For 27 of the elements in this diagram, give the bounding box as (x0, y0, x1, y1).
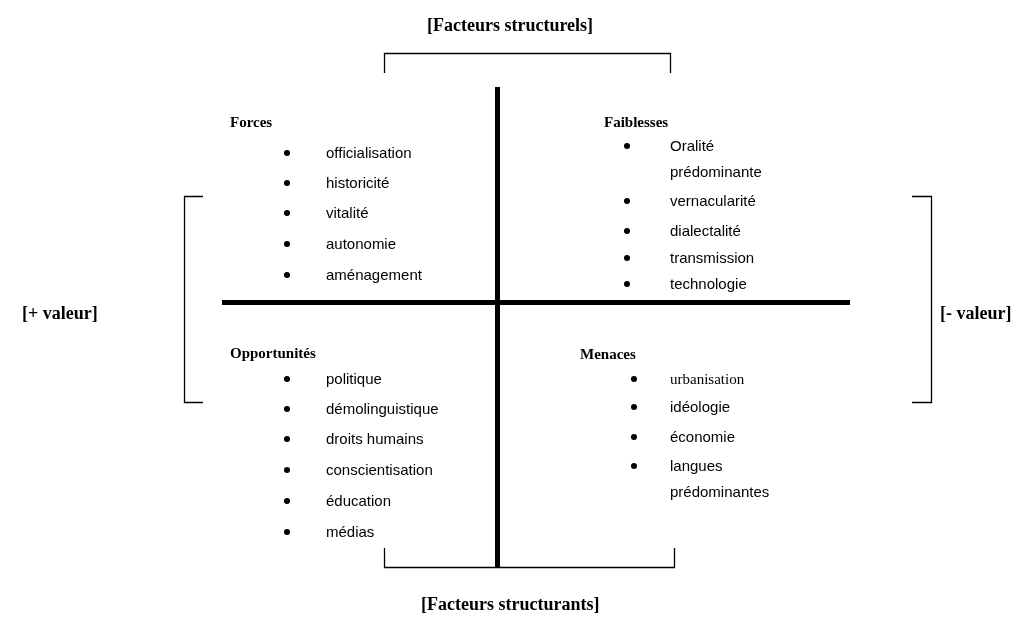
list-item: dialectalité (670, 221, 741, 241)
list-item: transmission (670, 248, 755, 268)
list-item: urbanisation (670, 370, 745, 388)
list-item: éducation (326, 491, 392, 511)
list-item: économie (670, 427, 736, 447)
list-item: médias (326, 522, 375, 542)
list-item: conscientisation (326, 460, 433, 480)
list-item: idéologie (670, 397, 731, 417)
list-item: aménagement (326, 265, 422, 285)
list-item: démolinguistique (326, 399, 439, 419)
list-item: langues prédominantes (670, 456, 771, 502)
axis-label: [- valeur] (940, 302, 1012, 324)
axis-label: [Facteurs structurants] (421, 593, 600, 615)
quadrant-heading: Opportunités (230, 344, 316, 362)
quadrant-heading: Faiblesses (604, 113, 669, 131)
list-item: droits humains (326, 429, 424, 449)
quadrant-heading: Forces (230, 113, 273, 131)
list-item: vernacularité (670, 191, 756, 211)
list-item: technologie (670, 274, 747, 294)
quadrant-heading: Menaces (580, 345, 636, 363)
list-item: historicité (326, 173, 390, 193)
list-item: autonomie (326, 234, 397, 254)
list-item: vitalité (326, 203, 369, 223)
list-item: politique (326, 369, 382, 389)
list-item: officialisation (326, 143, 412, 163)
axis-label: [Facteurs structurels] (427, 14, 594, 36)
axis-label: [+ valeur] (22, 302, 98, 324)
